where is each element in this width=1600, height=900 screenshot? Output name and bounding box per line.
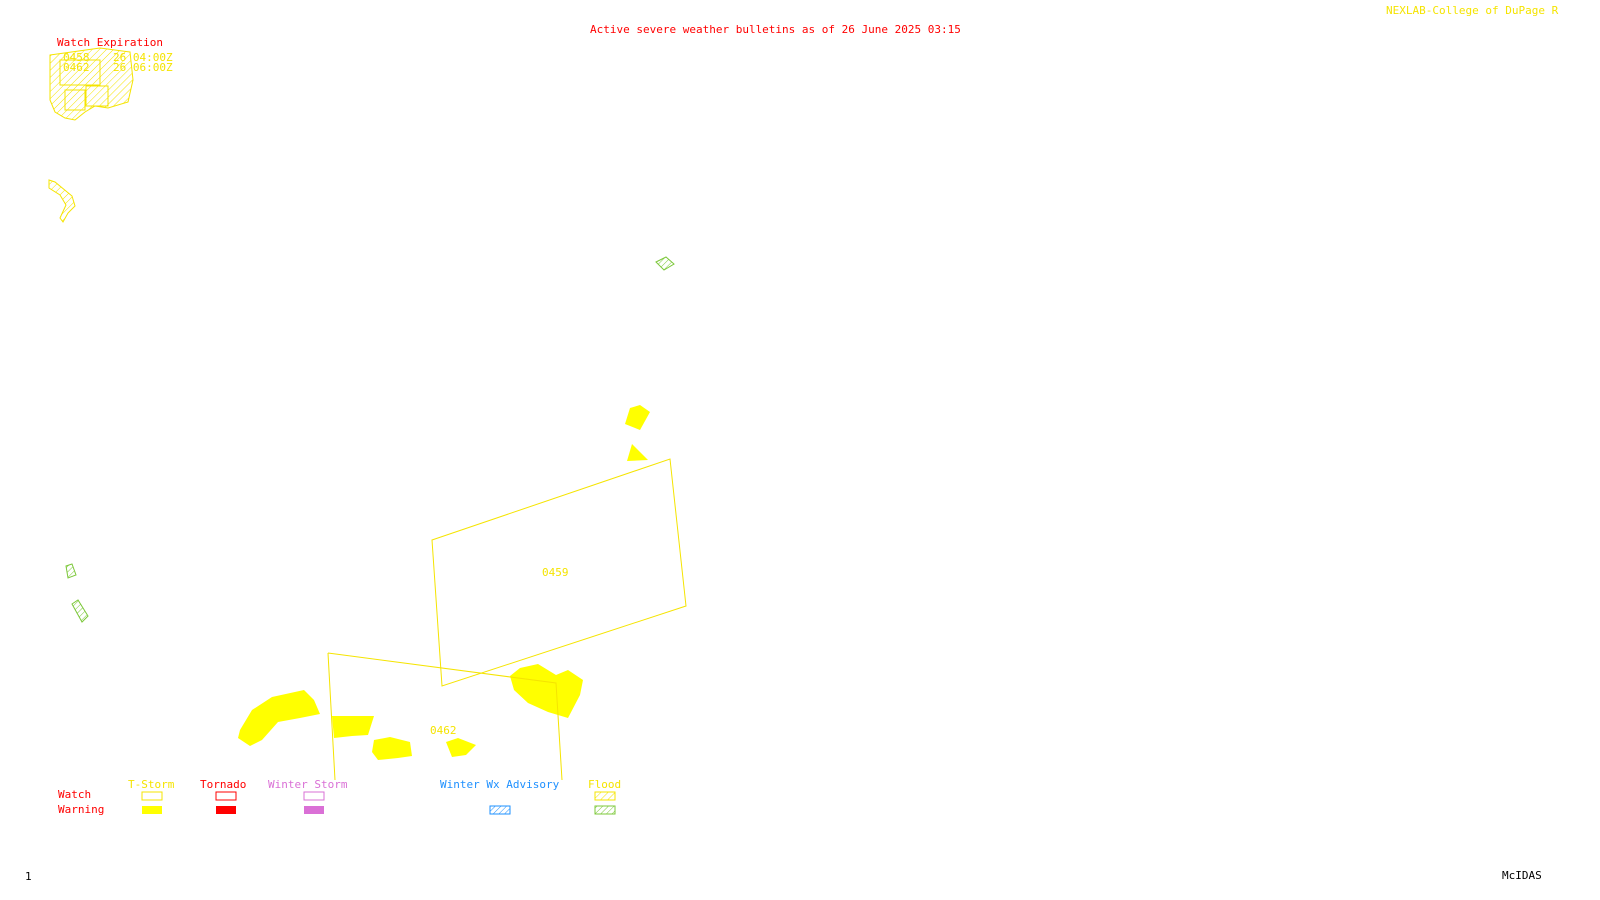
inset-row-1-time: 26 04:00Z: [113, 51, 173, 64]
legend-tstorm-label: T-Storm: [128, 778, 175, 791]
tstorm-watch-0459: [431, 458, 687, 687]
software-label: McIDAS: [1502, 869, 1542, 882]
legend-row-warning: Warning: [58, 803, 104, 816]
tstorm-warning-3: [510, 664, 583, 718]
legend-row-watch: Watch: [58, 788, 91, 801]
legend: Watch Warning T-Storm Tornado Winter Sto…: [58, 778, 621, 816]
inset-row-1-id: 0458: [63, 51, 90, 64]
inset-row-2-id: 0462: [63, 61, 90, 74]
flood-warning-area-3: [71, 599, 89, 623]
legend-winter-storm-watch-swatch: [303, 791, 325, 801]
legend-flood-label: Flood: [588, 778, 621, 791]
tstorm-warning-7: [446, 738, 476, 757]
tstorm-warning-2: [627, 444, 648, 461]
tstorm-warning-6: [372, 737, 412, 760]
flood-watch-area-left: [48, 179, 76, 223]
bulletin-title: Active severe weather bulletins as of 26…: [590, 23, 961, 36]
legend-tstorm-watch-swatch: [141, 791, 163, 801]
legend-tstorm-warning-swatch: [142, 806, 162, 814]
legend-winter-storm-warning-swatch: [304, 806, 324, 814]
legend-tornado-label: Tornado: [200, 778, 246, 791]
legend-tornado-watch-swatch: [215, 791, 237, 801]
watch-0462-label: 0462: [430, 724, 457, 737]
tstorm-warning-5: [332, 716, 374, 738]
flood-warning-area-1: [655, 256, 675, 271]
legend-flood-warning-swatch: [594, 805, 616, 815]
legend-winter-wx-warning-swatch: [489, 805, 511, 815]
frame-number: 1: [25, 870, 32, 883]
inset-label: Watch Expiration: [57, 36, 163, 49]
watch-0459-label: 0459: [542, 566, 569, 579]
legend-winter-storm-label: Winter Storm: [268, 778, 348, 791]
inset-row-2-time: 26 06:00Z: [113, 61, 173, 74]
flood-warning-area-2: [65, 563, 77, 579]
tstorm-warning-1: [625, 405, 650, 430]
tstorm-watch-0462: [327, 652, 563, 781]
tstorm-warning-4: [238, 690, 320, 746]
legend-tornado-warning-swatch: [216, 806, 236, 814]
watch-expiration-inset: Watch Expiration 0458 26 04:00Z 0462 26 …: [49, 36, 173, 121]
legend-winter-wx-label: Winter Wx Advisory: [440, 778, 560, 791]
legend-flood-watch-swatch: [594, 791, 616, 801]
credit-label: NEXLAB-College of DuPage R: [1386, 4, 1559, 17]
